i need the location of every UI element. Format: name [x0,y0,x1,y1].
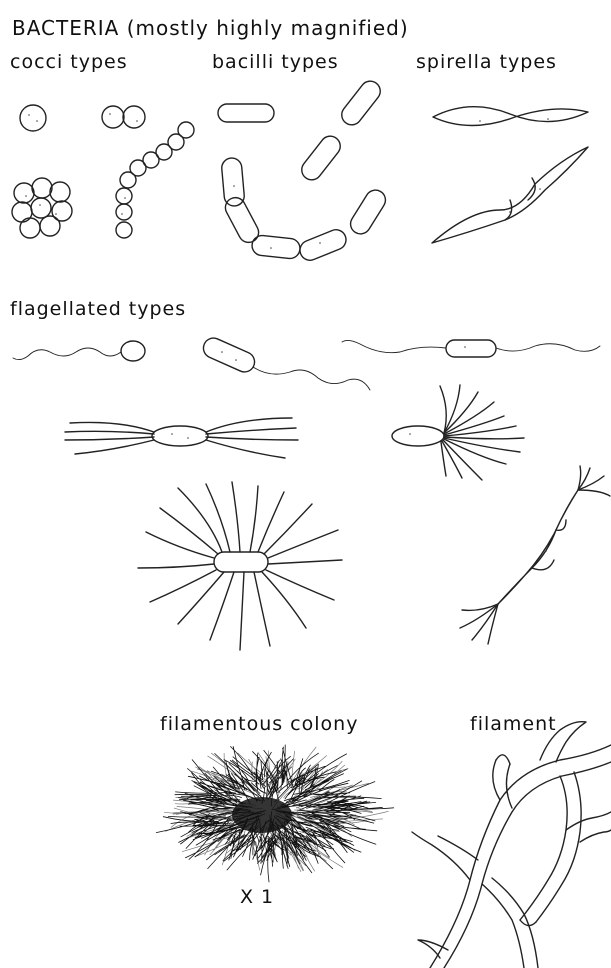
branching-filament [412,722,611,968]
diplobacillus [298,77,385,184]
amphitrichous-bacillus [342,340,600,357]
coccus-single [20,105,46,131]
flagellated-spirillum [460,466,610,644]
peritrichous-bacillus-large [138,482,342,650]
monotrichous-bacillus [200,335,370,390]
diplococcus [102,106,145,128]
staphylococcus-cluster [12,178,72,238]
spirillum-short [433,107,588,126]
peritrichous-bacillus-small [65,418,298,458]
spirillum-long [432,147,588,243]
filamentous-colony [156,745,393,882]
streptobacillus-chain [221,157,389,263]
colony-dense-center [232,797,292,833]
streptococcus-chain [116,122,194,238]
bacillus-single [218,104,274,122]
monotrichous-coccus [13,341,145,361]
lophotrichous-bacillus [392,385,524,480]
